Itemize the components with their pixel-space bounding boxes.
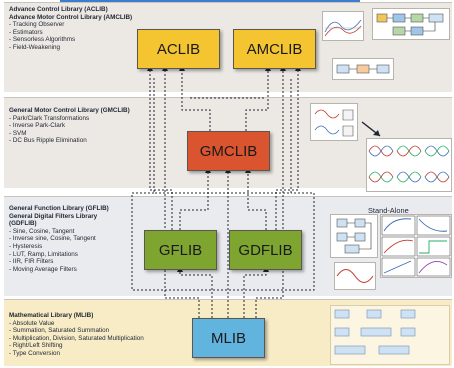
list-item: Multiplication, Division, Saturated Mult…	[9, 335, 144, 343]
connector-gflib-aclib	[147, 65, 173, 230]
list-item: Field-Weakening	[9, 44, 132, 52]
aclib-block: ACLIB	[137, 29, 220, 69]
mlib-blocks-thumbnail	[330, 305, 450, 365]
list-item: Sine, Cosine, Tangent	[9, 228, 109, 236]
connector-gmclib-amclib	[245, 65, 271, 131]
gflib-block: GFLIB	[144, 230, 217, 270]
gflib-heading: General Function Library (GFLIB)	[9, 205, 109, 212]
list-item: Summation, Saturated Summation	[9, 327, 144, 335]
block-diagram-icon	[376, 13, 444, 36]
amclib-block: AMCLIB	[233, 29, 316, 69]
aclib-heading: Advance Control Library (ACLIB)	[9, 6, 108, 13]
filter-block-icon	[336, 218, 372, 254]
math-blocks-icon	[334, 309, 416, 355]
list-item: Park/Clark Transformations	[9, 115, 130, 123]
list-item: Hysteresis	[9, 243, 109, 251]
list-item: Moving Average Filters	[9, 266, 109, 274]
gdflib-heading: General Digital Filters Library	[9, 212, 98, 220]
connector-mlib-gdflib	[243, 266, 269, 318]
gflib-description: General Function Library (GFLIB) General…	[9, 205, 109, 273]
dashed-frame-middle	[131, 192, 315, 291]
aclib-block-diagram-thumbnail	[372, 8, 450, 40]
connector-mlib-amclib	[255, 65, 286, 318]
waveform-icon	[324, 19, 362, 37]
gmclib-description: General Motor Control Library (GMCLIB) P…	[9, 107, 130, 145]
gmclib-vector-thumbnail	[310, 103, 358, 141]
function-curves-icon	[381, 215, 451, 277]
gflib-feature-list: Sine, Cosine, Tangent Inverse sine, Cosi…	[9, 228, 109, 274]
gflib-curves-thumbnail	[380, 214, 452, 278]
aclib-waveform-thumbnail	[322, 11, 364, 41]
mlib-feature-list: Absolute Value Summation, Saturated Summ…	[9, 320, 144, 358]
vector-diagram-icon	[314, 109, 354, 137]
connector-mlib-aclib	[162, 65, 200, 318]
list-item: Sensorless Algorithms	[9, 36, 132, 44]
gdflib-block: GDFLIB	[229, 230, 302, 270]
standalone-label: Stand-Alone	[368, 206, 409, 215]
mlib-heading: Mathematical Library (MLIB)	[9, 312, 94, 319]
list-item: Inverse Park-Clark	[9, 122, 130, 130]
gflib-sine-thumbnail	[334, 262, 376, 290]
list-item: IIR, FIR Filters	[9, 258, 109, 266]
list-item: Estimators	[9, 29, 132, 37]
list-item: Absolute Value	[9, 320, 144, 328]
connector-gflib-gmclib	[179, 167, 211, 230]
aclib-controller-thumbnail	[332, 58, 394, 80]
dashed-frame-upper	[153, 78, 292, 194]
gflib-filter-block-thumbnail	[330, 214, 378, 258]
arrow-icon	[361, 121, 381, 137]
aclib-description: Advance Control Library (ACLIB) Advance …	[9, 6, 132, 52]
title-strip	[60, 0, 360, 3]
connector-mlib-gflib	[177, 266, 213, 318]
list-item: Type Conversion	[9, 350, 144, 358]
gmclib-feature-list: Park/Clark Transformations Inverse Park-…	[9, 115, 130, 145]
list-item: SVM	[9, 130, 130, 138]
list-item: LUT, Ramp, Limitations	[9, 251, 109, 259]
gmclib-three-phase-thumbnail	[366, 138, 452, 192]
amclib-heading: Advance Motor Control Library (AMCLIB)	[9, 13, 133, 21]
list-item: Tracking Observer	[9, 21, 132, 29]
list-item: Right/Left Shifting	[9, 342, 144, 350]
connector-gmclib-aclib	[179, 65, 211, 131]
connector-gdflib-amclib	[275, 65, 301, 230]
three-phase-waveform-icon	[368, 145, 450, 183]
connector-gdflib-gmclib	[245, 167, 267, 230]
sine-wave-icon	[336, 269, 374, 283]
controller-icon	[336, 64, 390, 74]
aclib-feature-list: Tracking Observer Estimators Sensorless …	[9, 21, 132, 51]
gmclib-block: GMCLIB	[187, 131, 270, 171]
list-item: Inverse sine, Cosine, Tangent	[9, 235, 109, 243]
mlib-description: Mathematical Library (MLIB) Absolute Val…	[9, 312, 144, 358]
gdflib-heading-abbrev: (GDFLIB)	[9, 220, 37, 228]
gmclib-heading: General Motor Control Library (GMCLIB)	[9, 107, 130, 114]
list-item: DC Bus Ripple Elimination	[9, 137, 130, 145]
mlib-block: MLIB	[192, 318, 265, 358]
